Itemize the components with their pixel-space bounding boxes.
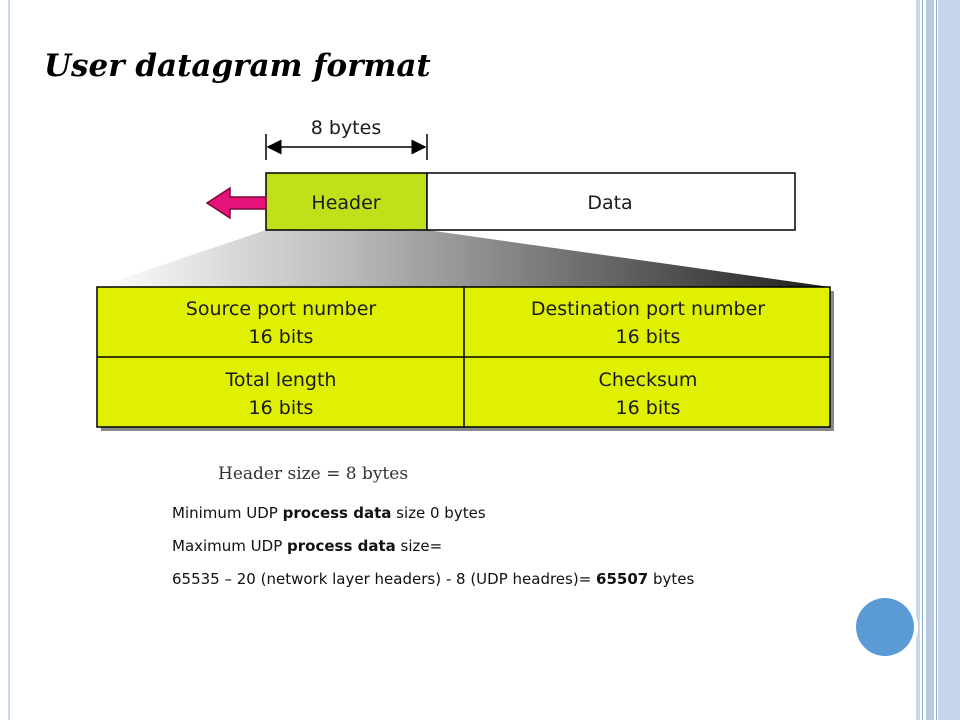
field-source-port: Source port number: [186, 298, 377, 320]
data-block: [426, 172, 796, 231]
header-size-caption: Header size = 8 bytes: [218, 464, 409, 484]
decor-bar: [916, 0, 920, 720]
field-destination-port: Destination port number: [531, 298, 765, 320]
field-total-length: Total length: [225, 369, 337, 391]
slide-frame-line: [8, 0, 10, 720]
left-arrow-icon: [205, 186, 267, 220]
note-max-calc: 65535 – 20 (network layer headers) - 8 (…: [172, 570, 695, 588]
decor-bar: [926, 0, 934, 720]
notes: Minimum UDP process data size 0 bytes Ma…: [172, 504, 812, 603]
header-label: Header: [311, 192, 380, 214]
data-label: Data: [587, 192, 632, 214]
note-max-size: Maximum UDP process data size=: [172, 537, 443, 555]
decor-circle: [856, 598, 914, 656]
expansion-funnel: [97, 230, 830, 287]
field-source-port-size: 16 bits: [249, 326, 314, 348]
page-title: User datagram format: [44, 48, 431, 84]
field-destination-port-size: 16 bits: [616, 326, 681, 348]
decor-bar: [938, 0, 960, 720]
decor-line: [922, 0, 923, 720]
field-checksum-size: 16 bits: [616, 397, 681, 419]
field-total-length-size: 16 bits: [249, 397, 314, 419]
decor-line: [936, 0, 937, 720]
span-label: 8 bytes: [311, 117, 381, 139]
field-checksum: Checksum: [599, 369, 698, 391]
header-block: [265, 172, 428, 231]
note-min-size: Minimum UDP process data size 0 bytes: [172, 504, 486, 522]
